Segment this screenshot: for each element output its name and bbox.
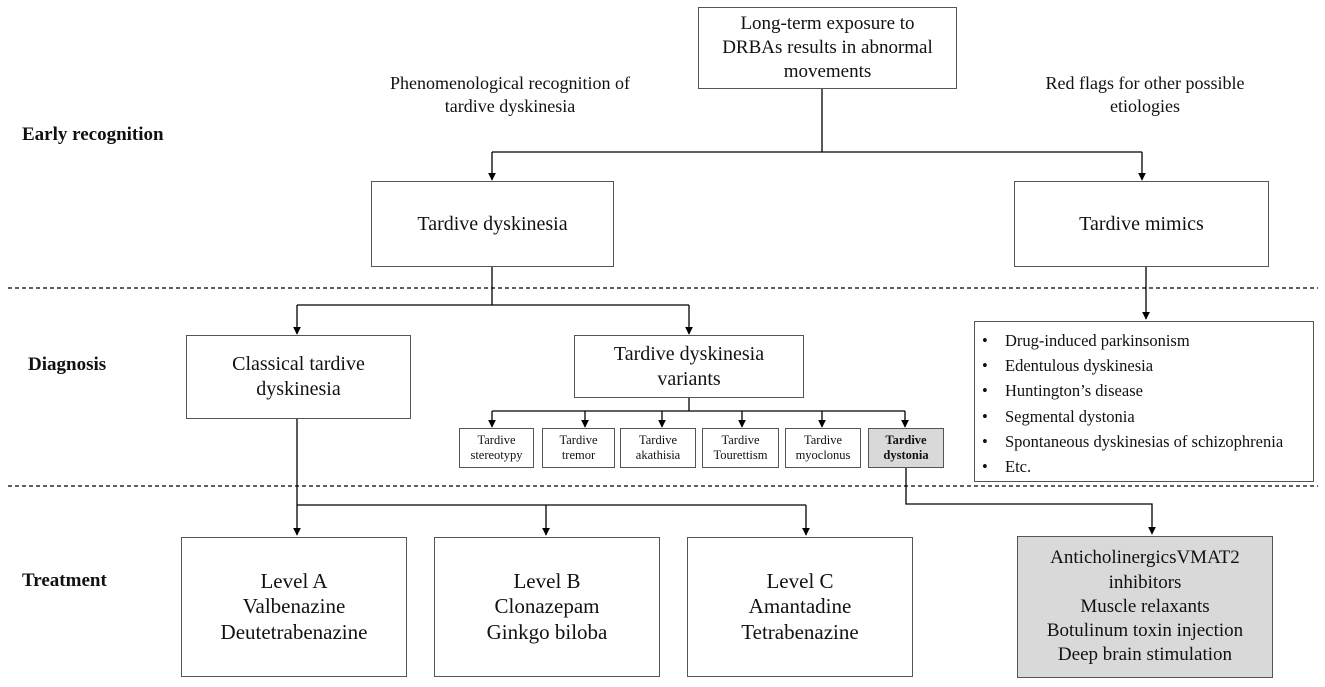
tardive-mimics-label: Tardive mimics <box>1079 212 1204 235</box>
variant-dystonia-line-2: dystonia <box>883 448 929 462</box>
td-variants-line-1: Tardive dyskinesia <box>613 342 765 365</box>
level-c-drug-1: Amantadine <box>748 594 852 619</box>
variant-dystonia-line-1: Tardive <box>885 433 927 447</box>
variant-tremor: Tardive tremor <box>542 428 615 468</box>
variant-akathisia: Tardive akathisia <box>620 428 696 468</box>
tardive-dyskinesia-box: Tardive dyskinesia <box>371 181 614 267</box>
root-line-3: movements <box>783 60 872 82</box>
td-variants-box: Tardive dyskinesia variants <box>574 335 804 398</box>
dystonia-treatment-box: AnticholinergicsVMAT2 inhibitors Muscle … <box>1017 536 1273 678</box>
root-line-2: DRBAs results in abnormal <box>722 37 933 59</box>
level-c-drug-2: Tetrabenazine <box>741 619 859 644</box>
level-a-drug-2: Deutetrabenazine <box>220 619 368 644</box>
variant-akathisia-line-1: Tardive <box>639 433 677 447</box>
red-flags-line-2: etiologies <box>1110 96 1180 117</box>
level-c-box: Level C Amantadine Tetrabenazine <box>687 537 913 677</box>
phenomenological-line-1: Phenomenological recognition of <box>390 73 630 93</box>
list-item: Edentulous dyskinesia <box>982 353 1313 378</box>
variant-stereotypy-line-1: Tardive <box>477 433 516 447</box>
level-a-drug-1: Valbenazine <box>242 594 346 619</box>
variant-myoclonus: Tardive myoclonus <box>785 428 861 468</box>
level-a-title: Level A <box>260 568 328 593</box>
variant-myoclonus-line-2: myoclonus <box>795 448 851 462</box>
variant-stereotypy-line-2: stereotypy <box>470 448 523 462</box>
td-variants-line-2: variants <box>657 367 721 390</box>
mimics-list: Drug-induced parkinsonism Edentulous dys… <box>974 321 1314 482</box>
list-item: Segmental dystonia <box>982 404 1313 429</box>
classical-td-line-2: dyskinesia <box>256 378 341 400</box>
variant-tremor-line-1: Tardive <box>559 433 598 447</box>
level-b-drug-2: Ginkgo biloba <box>486 619 608 644</box>
list-item: Spontaneous dyskinesias of schizophrenia <box>982 429 1313 454</box>
list-item: Drug-induced parkinsonism <box>982 328 1313 353</box>
level-b-drug-1: Clonazepam <box>494 594 600 619</box>
variant-myoclonus-line-1: Tardive <box>804 433 842 447</box>
variant-tourettism: Tardive Tourettism <box>702 428 779 468</box>
section-early-recognition: Early recognition <box>22 124 164 145</box>
section-diagnosis: Diagnosis <box>28 354 107 375</box>
root-line-1: Long-term exposure to <box>740 13 915 35</box>
root-box: Long-term exposure to DRBAs results in a… <box>698 7 957 89</box>
classical-td-line-1: Classical tardive <box>232 353 365 375</box>
level-c-title: Level C <box>766 568 834 593</box>
level-b-title: Level B <box>513 568 581 593</box>
variant-akathisia-line-2: akathisia <box>635 448 681 462</box>
variant-tremor-line-2: tremor <box>561 448 596 462</box>
tardive-mimics-box: Tardive mimics <box>1014 181 1269 267</box>
list-item: Etc. <box>982 454 1313 479</box>
phenomenological-line-2: tardive dyskinesia <box>444 96 576 117</box>
dystonia-treatment-line-2: inhibitors <box>1108 571 1182 593</box>
classical-td-box: Classical tardive dyskinesia <box>186 335 411 419</box>
dystonia-treatment-line-4: Botulinum toxin injection <box>1046 620 1244 642</box>
list-item: Huntington’s disease <box>982 378 1313 403</box>
arrow-dystonia-to-treatment <box>905 467 1156 535</box>
level-a-box: Level A Valbenazine Deutetrabenazine <box>181 537 407 677</box>
dystonia-treatment-line-5: Deep brain stimulation <box>1057 644 1233 666</box>
variant-stereotypy: Tardive stereotypy <box>459 428 534 468</box>
level-b-box: Level B Clonazepam Ginkgo biloba <box>434 537 660 677</box>
dystonia-treatment-line-1: AnticholinergicsVMAT2 <box>1050 547 1240 569</box>
tardive-dyskinesia-label: Tardive dyskinesia <box>417 212 568 235</box>
variant-dystonia: Tardive dystonia <box>868 428 944 468</box>
red-flags-label: Red flags for other possible etiologies <box>1010 72 1280 119</box>
section-treatment: Treatment <box>22 570 107 591</box>
dystonia-treatment-line-3: Muscle relaxants <box>1080 595 1210 617</box>
variant-tourettism-line-2: Tourettism <box>713 448 768 462</box>
phenomenological-label: Phenomenological recognition of tardive … <box>360 72 660 119</box>
variant-tourettism-line-1: Tardive <box>721 433 760 447</box>
red-flags-line-1: Red flags for other possible <box>1045 73 1245 93</box>
